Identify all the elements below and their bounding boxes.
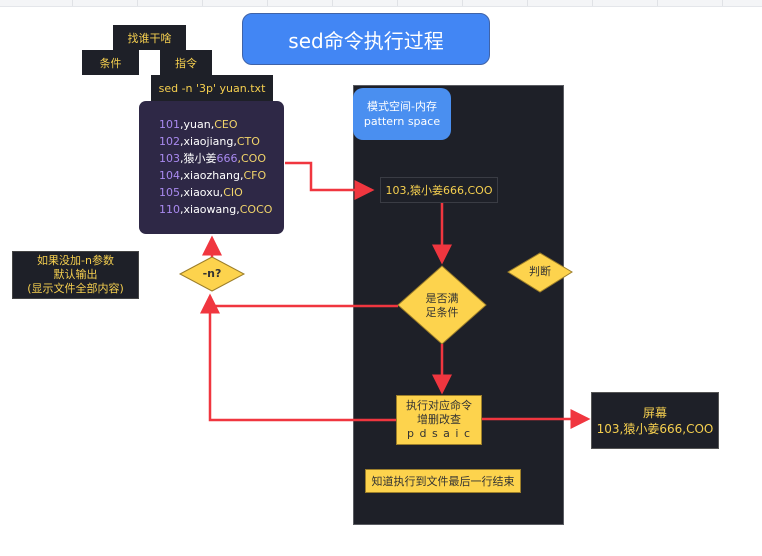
loop-note: 知道执行到文件最后一行结束 [365, 469, 521, 493]
file-line: 105,xiaoxu,CIO [159, 186, 243, 199]
file-line: 103,猿小姜666,COO [159, 152, 266, 165]
command-label: 指令 [160, 50, 212, 75]
file-line: 102,xiaojiang,CTO [159, 135, 260, 148]
note-line: 如果没加-n参数 [37, 254, 114, 267]
n-decision-diamond [178, 256, 246, 292]
execute-line: 执行对应命令 [406, 399, 472, 412]
condition-decision-label: 是否满 足条件 [410, 290, 474, 322]
file-line: 101,yuan,CEO [159, 118, 238, 131]
screen-output: 103,猿小姜666,COO [596, 421, 714, 436]
file-line: 104,xiaozhang,CFO [159, 169, 267, 182]
file-content-box: 101,yuan,CEO 102,xiaojiang,CTO 103,猿小姜66… [139, 101, 284, 234]
condition-label: 条件 [82, 50, 139, 75]
arrow-execute-to-n [208, 308, 396, 422]
arrow-condition-to-n [200, 293, 398, 314]
n-decision-label: -n? [202, 267, 222, 280]
pattern-space-title: 模式空间-内存 [367, 100, 437, 113]
note-line: 默认输出 [53, 268, 98, 281]
arrow-file-to-pattern [285, 161, 375, 200]
note-line: (显示文件全部内容) [27, 282, 124, 295]
pattern-space-subtitle: pattern space [363, 115, 441, 128]
execute-command-box: 执行对应命令 增删改查 p d s a i c [396, 395, 482, 445]
sed-command: sed -n '3p' yuan.txt [151, 75, 273, 101]
current-line-box: 103,猿小姜666,COO [380, 177, 498, 203]
file-line: 110,xiaowang,COCO [159, 203, 273, 216]
top-strip [0, 0, 762, 7]
execute-line: p d s a i c [406, 427, 472, 440]
screen-title: 屏幕 [642, 405, 667, 420]
who-what-label: 找谁干啥 [113, 25, 186, 50]
judge-diamond [507, 252, 573, 293]
no-n-note: 如果没加-n参数 默认输出 (显示文件全部内容) [12, 251, 139, 299]
execute-line: 增删改查 [417, 413, 461, 426]
condition-line: 足条件 [425, 306, 459, 319]
diagram-title: sed命令执行过程 [242, 13, 490, 65]
pattern-space-label: 模式空间-内存 pattern space [353, 88, 451, 140]
condition-line: 是否满 [425, 292, 459, 305]
condition-decision-diamond [397, 265, 487, 345]
screen-output-box: 屏幕 103,猿小姜666,COO [591, 392, 719, 449]
judge-label: 判断 [529, 265, 551, 278]
